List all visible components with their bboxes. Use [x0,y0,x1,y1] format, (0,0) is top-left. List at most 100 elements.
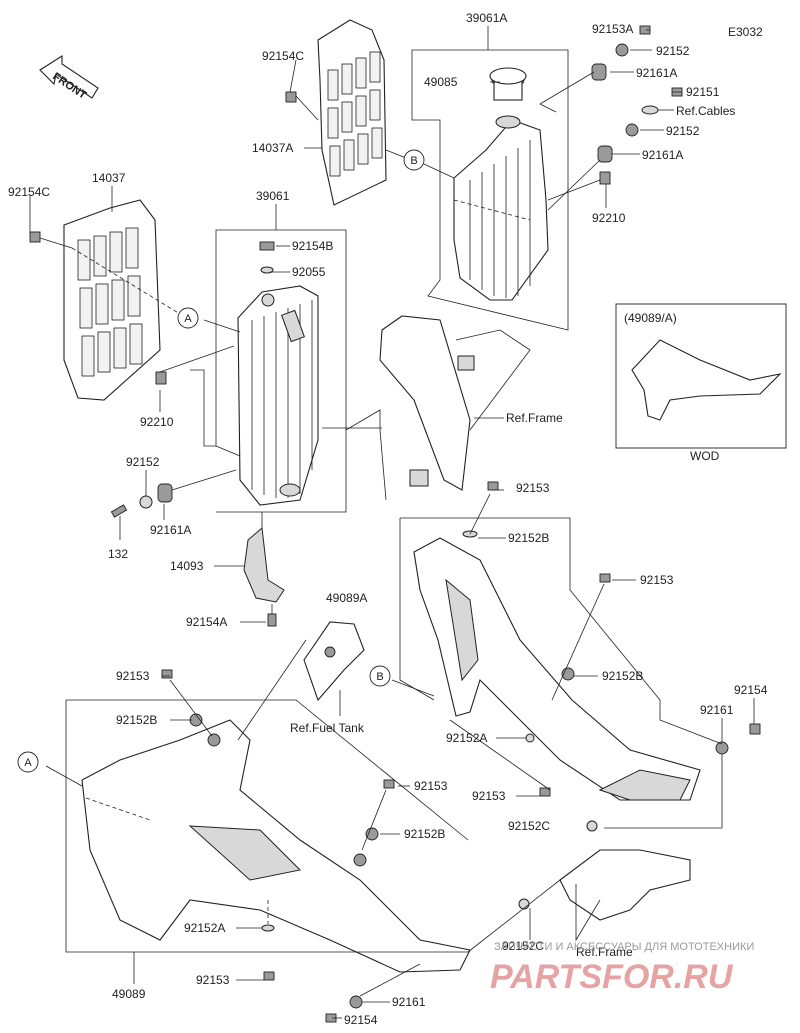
fuel-tank-ref [303,621,365,702]
label-92161A-top: 92161A [636,66,677,80]
radiator-guard-14037A [317,19,387,206]
bracket-14093 [243,527,285,603]
label-92151: 92151 [686,85,720,99]
label-92153-left: 92153 [116,669,150,683]
bolt-92153-d [383,779,395,789]
washer-92152C-r [586,820,598,832]
bolt-92154B [259,241,275,251]
label-49089A: 49089A [326,591,367,605]
label-92154C-left: 92154C [8,185,50,199]
label-14037: 14037 [92,171,126,185]
label-92154-low: 92154 [344,1013,378,1027]
label-92152B-left: 92152B [116,713,157,727]
label-92152A-low: 92152A [184,921,225,935]
bolt-92154C-left [29,231,41,243]
front-arrow-icon: FRONT [39,54,99,102]
clip-92210-left [155,371,167,385]
label-39061A: 39061A [466,11,507,25]
washer-92152-mid [625,123,639,137]
wod-inset: (49089/A) WOD [615,303,787,463]
label-ref-cables: Ref.Cables [676,104,735,118]
label-92161A-left: 92161A [150,523,191,537]
label-92152-top: 92152 [656,44,690,58]
label-92153A: 92153A [592,22,633,36]
bolt-92153-b [599,573,611,583]
clip-92210-right [599,171,611,185]
shroud-49089A [413,537,701,801]
clamp-ref-cables [641,105,659,115]
label-92055: 92055 [292,265,326,279]
label-92161-r: 92161 [700,703,734,717]
label-92154-r: 92154 [734,683,768,697]
label-92153-b: 92153 [640,573,674,587]
bolt-92153-a [487,481,499,491]
label-49085: 49085 [424,75,458,89]
callout-a-top: A [177,307,199,329]
frame-bracket [379,315,475,491]
label-92210-left: 92210 [140,415,174,429]
washer-92152A-mid [525,733,535,743]
bolt-92153-left [161,669,173,679]
label-39061: 39061 [256,189,290,203]
grommet-92161A-left [157,483,173,503]
lower-frame-bracket [559,849,691,921]
label-92152-left: 92152 [126,455,160,469]
label-132: 132 [108,547,128,561]
label-49089: 49089 [112,987,146,1001]
radiator-39061 [237,285,319,506]
label-92152B-b: 92152B [602,669,643,683]
label-92153-a: 92153 [516,481,550,495]
label-14037A: 14037A [252,141,293,155]
label-ref-frame-top: Ref.Frame [506,411,563,425]
label-92152-mid: 92152 [666,124,700,138]
washer-92152A-low [261,924,275,932]
part-labels: 39061A 92153A 92152 49085 92161A 92151 R… [8,11,768,1027]
label-92153-low: 92153 [196,973,230,987]
grommet-92161A-top [591,63,607,81]
cap-49085 [489,67,527,85]
callout-a-top-label: A [184,313,192,325]
label-92154C-top: 92154C [262,49,304,63]
bolt-92154-r [749,723,761,735]
radiator-39061A [453,71,549,301]
radiator-guard-14037 [63,199,161,401]
bolt-132 [110,504,128,518]
callout-b-top: B [403,149,425,171]
watermark: ЗАПЧАСТИ И АКСЕССУАРЫ ДЛЯ МОТОТЕХНИКИ PA… [490,941,754,996]
callout-b-bottom: B [369,665,391,687]
callout-a-bottom-label: A [24,757,32,769]
bolt-92154C-top [285,91,297,103]
label-ref-frame-low: Ref.Frame [576,945,633,959]
label-92154A: 92154A [186,615,227,629]
watermark-tagline: ЗАПЧАСТИ И АКСЕССУАРЫ ДЛЯ МОТОТЕХНИКИ [494,941,754,953]
wod-footer: WOD [690,449,720,463]
washer-92152C-low [518,898,530,910]
leader-lines [29,26,755,1019]
label-92152B-a: 92152B [508,531,549,545]
label-92154B: 92154B [292,239,333,253]
diagram-code: E3032 [728,25,763,39]
grommet-92161-low [349,995,363,1009]
bolt-92153-c [539,787,551,797]
label-ref-fuel-tank: Ref.Fuel Tank [290,721,365,735]
wod-header: (49089/A) [624,311,677,325]
label-92152B-d: 92152B [404,827,445,841]
washer-92055 [260,266,274,274]
label-92161A-mid: 92161A [642,148,683,162]
bolt-92153-low [263,971,275,981]
callout-b-bottom-label: B [376,671,383,683]
watermark-brand: PARTSFOR.RU [490,958,734,996]
label-92210-right: 92210 [592,211,626,225]
callout-a-bottom: A [17,751,39,773]
washer-92152B-d [365,827,379,841]
grommet-92161A-mid [597,145,613,163]
washer-92152-left [139,495,153,509]
label-92152A-mid: 92152A [446,731,487,745]
shroud-49089 [81,719,471,973]
callout-b-top-label: B [410,155,417,167]
label-92153-d: 92153 [414,779,448,793]
label-92161-low: 92161 [392,995,426,1009]
label-92153-c: 92153 [472,789,506,803]
label-14093: 14093 [170,559,204,573]
label-92152C-r: 92152C [508,819,550,833]
